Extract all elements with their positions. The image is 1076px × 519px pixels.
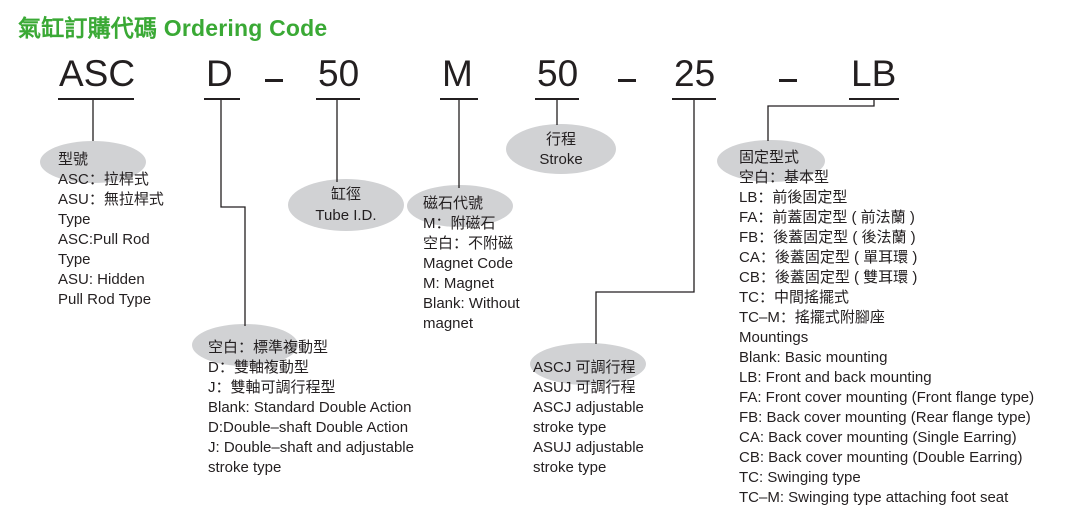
mounting-line: TC：中間搖擺式: [739, 289, 849, 306]
magnet-line: M: Magnet: [423, 275, 494, 292]
magnet-line: Magnet Code: [423, 255, 514, 272]
code-separator-2: [618, 79, 636, 82]
mounting-line: Blank: Basic mounting: [739, 349, 888, 366]
adjust-heading: ASCJ 可調行程: [533, 359, 636, 376]
mounting-line: FB：後蓋固定型 ( 後法蘭 ): [739, 229, 916, 246]
code-adjust: 25: [674, 53, 716, 94]
type-line: ASU：無拉桿式: [58, 191, 164, 208]
magnet-group: 磁石代號 M：附磁石 空白：不附磁 Magnet Code M: Magnet …: [423, 194, 520, 334]
adjust-line: ASUJ 可調行程: [533, 379, 636, 396]
action-line: J: Double–shaft and adjustable: [208, 439, 414, 456]
code-series-underline: [58, 98, 134, 100]
type-line: ASC:Pull Rod: [58, 231, 150, 248]
mounting-line: FA：前蓋固定型 ( 前法蘭 ): [739, 209, 915, 226]
type-line: Type: [58, 251, 91, 268]
action-line: J：雙軸可調行程型: [208, 379, 336, 396]
mounting-line: CB：後蓋固定型 ( 雙耳環 ): [739, 269, 918, 286]
mounting-heading: 固定型式: [739, 149, 800, 166]
action-line: Blank: Standard Double Action: [208, 399, 412, 416]
code-bore-underline: [316, 98, 360, 100]
bubble-magnet: [407, 185, 513, 227]
stroke-heading-zh: 行程: [545, 131, 576, 148]
code-stroke: 50: [537, 53, 579, 94]
mounting-line: CA: Back cover mounting (Single Earring): [739, 429, 1017, 446]
code-magnet-underline: [440, 98, 478, 100]
adjust-line: stroke type: [533, 459, 607, 476]
action-group: 空白：標準複動型 D：雙軸複動型 J：雙軸可調行程型 Blank: Standa…: [208, 338, 414, 478]
leader-action: [220, 100, 246, 326]
type-group: 型號 ASC：拉桿式 ASU：無拉桿式 Type ASC:Pull Rod Ty…: [58, 150, 164, 310]
mounting-line: FB: Back cover mounting (Rear flange typ…: [739, 409, 1031, 426]
magnet-line: Blank: Without: [423, 295, 520, 312]
stroke-heading-en: Stroke: [539, 151, 583, 168]
mounting-group: 固定型式 空白：基本型 LB：前後固定型 FA：前蓋固定型 ( 前法蘭 ) FB…: [739, 148, 1034, 508]
type-line: Type: [58, 211, 91, 228]
mounting-line: TC–M: Swinging type attaching foot seat: [739, 489, 1009, 506]
bubble-type: [40, 141, 146, 183]
code-separator-1: [265, 79, 283, 82]
code-action: D: [206, 53, 233, 94]
magnet-line: M：附磁石: [423, 215, 496, 232]
bubble-stroke: [506, 124, 616, 174]
adjust-line: ASUJ adjustable: [533, 439, 644, 456]
mounting-line: CA：後蓋固定型 ( 單耳環 ): [739, 249, 918, 266]
type-line: ASU: Hidden: [58, 271, 145, 288]
code-bore: 50: [318, 53, 360, 94]
bubble-mounting: [717, 140, 825, 182]
mounting-line: TC: Swinging type: [739, 469, 861, 486]
adjust-line: stroke type: [533, 419, 607, 436]
code-action-underline: [204, 98, 240, 100]
code-series: ASC: [59, 53, 136, 94]
type-line: Pull Rod Type: [58, 291, 152, 308]
bore-heading-zh: 缸徑: [330, 186, 361, 203]
mounting-line: 空白：基本型: [739, 169, 830, 186]
bubble-adjust: [530, 343, 646, 385]
leader-mounting: [767, 100, 875, 141]
mounting-line: FA: Front cover mounting (Front flange t…: [739, 389, 1035, 406]
mounting-line: Mountings: [739, 329, 809, 346]
type-heading: 型號: [58, 151, 89, 168]
action-heading: 空白：標準複動型: [208, 339, 329, 356]
action-line: stroke type: [208, 459, 282, 476]
code-magnet: M: [442, 53, 473, 94]
bore-heading-en: Tube I.D.: [315, 207, 377, 224]
code-separator-3: [779, 79, 797, 82]
code-mounting: LB: [851, 53, 897, 94]
leader-adjust: [595, 100, 695, 344]
mounting-line: LB：前後固定型: [739, 189, 848, 206]
mounting-line: TC–M：搖擺式附腳座: [739, 309, 885, 326]
mounting-line: LB: Front and back mounting: [739, 369, 932, 386]
magnet-line: 空白：不附磁: [423, 235, 514, 252]
action-line: D：雙軸複動型: [208, 359, 309, 376]
code-stroke-underline: [535, 98, 579, 100]
bubble-action: [192, 324, 298, 366]
code-adjust-underline: [672, 98, 716, 100]
code-mounting-underline: [849, 98, 899, 100]
magnet-line: magnet: [423, 315, 474, 332]
bubble-bore: [288, 179, 404, 231]
adjust-line: ASCJ adjustable: [533, 399, 644, 416]
action-line: D:Double–shaft Double Action: [208, 419, 409, 436]
page-title: 氣缸訂購代碼 Ordering Code: [18, 15, 328, 41]
magnet-heading: 磁石代號: [423, 195, 484, 212]
adjust-group: ASCJ 可調行程 ASUJ 可調行程 ASCJ adjustable stro…: [533, 358, 644, 478]
type-line: ASC：拉桿式: [58, 171, 149, 188]
mounting-line: CB: Back cover mounting (Double Earring): [739, 449, 1023, 466]
